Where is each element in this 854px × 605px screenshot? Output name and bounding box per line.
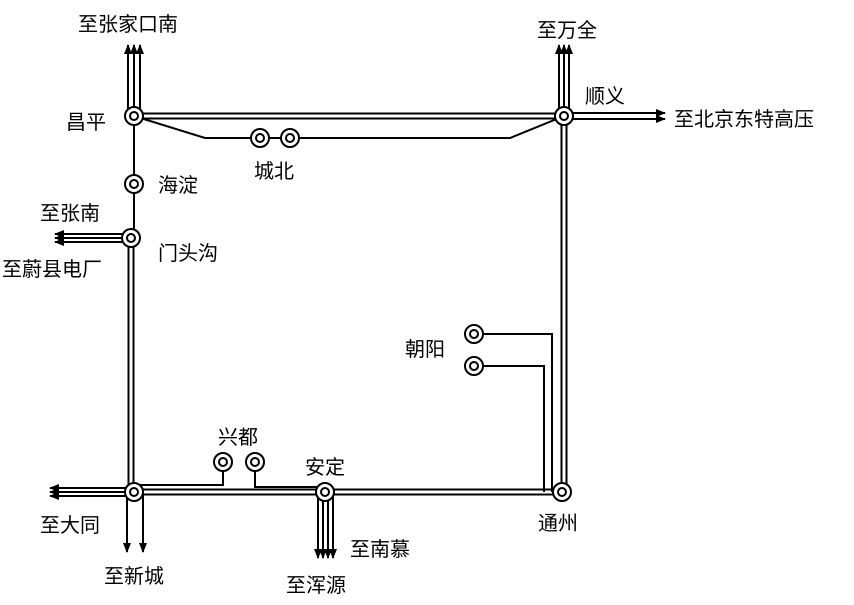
label-shunyi: 顺义 bbox=[585, 84, 625, 108]
label-to-zhangnan: 至张南 bbox=[40, 201, 100, 225]
label-to-wanquan: 至万全 bbox=[537, 18, 597, 42]
label-to-datong: 至大同 bbox=[40, 513, 100, 537]
label-changping: 昌平 bbox=[66, 110, 106, 134]
station-xingdu-symbol-2 bbox=[245, 452, 265, 472]
label-to-nanmu: 至南慕 bbox=[350, 537, 410, 561]
label-to-beijing-east-uhv: 至北京东特高压 bbox=[674, 107, 814, 131]
station-datong-junction-symbol bbox=[124, 482, 144, 502]
station-xingdu-symbol-1 bbox=[213, 452, 233, 472]
outgoing-lines bbox=[49, 44, 666, 559]
station-mentougou-symbol bbox=[121, 228, 141, 248]
station-chengbei-symbol-1 bbox=[250, 128, 270, 148]
station-anding-symbol bbox=[315, 482, 335, 502]
label-mentougou: 门头沟 bbox=[158, 241, 218, 265]
label-to-hunyuan: 至浑源 bbox=[286, 573, 346, 597]
station-haidian-symbol bbox=[124, 174, 144, 194]
station-chengbei-symbol-2 bbox=[280, 128, 300, 148]
station-tongzhou-symbol bbox=[552, 482, 572, 502]
station-shunyi-symbol bbox=[554, 106, 574, 126]
station-chaoyang-symbol-2 bbox=[464, 356, 484, 376]
label-xingdu: 兴都 bbox=[218, 425, 258, 449]
label-haidian: 海淀 bbox=[158, 173, 198, 197]
main-transmission-lines bbox=[127, 112, 568, 496]
label-to-xincheng: 至新城 bbox=[104, 564, 164, 588]
label-to-yuxian-power-plant: 至蔚县电厂 bbox=[2, 257, 102, 281]
label-to-zhangjiakou-south: 至张家口南 bbox=[78, 12, 178, 36]
label-tongzhou: 通州 bbox=[538, 511, 578, 535]
label-chengbei: 城北 bbox=[254, 159, 294, 183]
station-changping-symbol bbox=[124, 106, 144, 126]
label-chaoyang: 朝阳 bbox=[405, 337, 445, 361]
label-anding: 安定 bbox=[305, 455, 345, 479]
station-chaoyang-symbol-1 bbox=[464, 324, 484, 344]
